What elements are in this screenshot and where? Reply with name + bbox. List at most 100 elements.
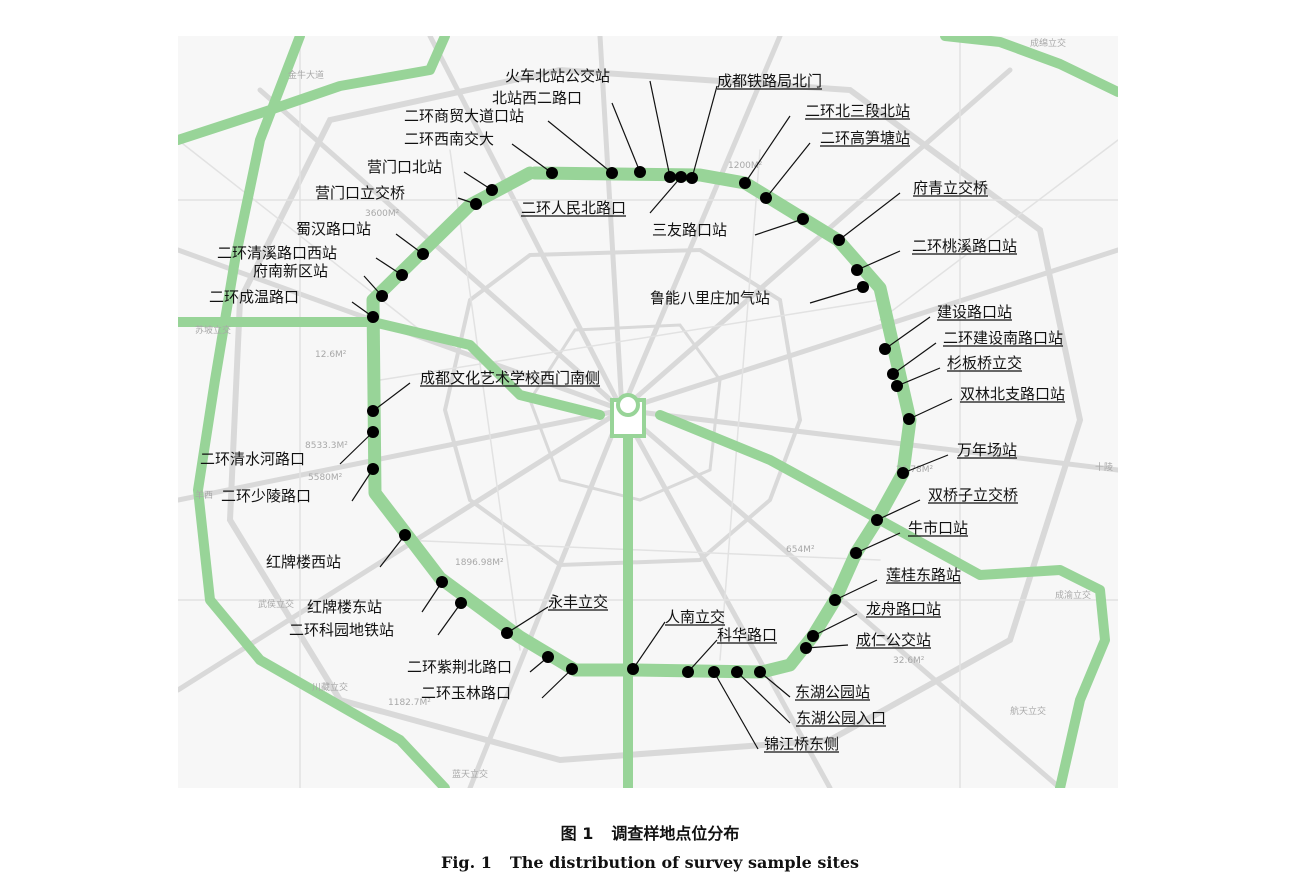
site-label: 东湖公园站	[795, 683, 870, 701]
place-label: 成渝立交	[1055, 589, 1091, 601]
site-leader-lines	[339, 80, 1066, 753]
site-label: 龙舟路口站	[866, 600, 941, 618]
site-point	[470, 198, 482, 210]
site-point	[417, 248, 429, 260]
place-label: 苏坡立交	[195, 324, 231, 336]
leader-line	[744, 115, 791, 184]
site-label: 牛市口站	[908, 519, 968, 537]
place-label: 654M²	[786, 545, 815, 555]
site-label: 二环清溪路口西站	[217, 244, 337, 262]
site-label: 双林北支路口站	[960, 385, 1065, 403]
site-point	[566, 663, 578, 675]
site-label: 莲桂东路站	[886, 566, 961, 584]
place-label: 32.6M²	[893, 656, 925, 666]
site-label: 二环人民北路口	[521, 199, 626, 217]
site-label: 二环建设南路口站	[943, 329, 1063, 347]
site-label: 永丰立交	[548, 593, 608, 611]
leader-line	[547, 120, 613, 174]
figure-caption-english: Fig. 1 The distribution of survey sample …	[0, 853, 1300, 872]
site-label: 成都铁路局北门	[717, 72, 822, 90]
site-label: 二环清水河路口	[200, 450, 305, 468]
site-point	[367, 463, 379, 475]
caption-number: 图 1	[560, 824, 594, 843]
site-point	[606, 167, 618, 179]
leader-line	[541, 668, 573, 699]
site-label: 北站西二路口	[492, 89, 582, 107]
site-point	[871, 514, 883, 526]
site-point	[891, 380, 903, 392]
site-label: 二环商贸大道口站	[404, 107, 524, 125]
place-label: 航天立交	[1010, 705, 1046, 717]
site-point	[436, 576, 448, 588]
leader-line	[765, 142, 811, 199]
site-point	[664, 171, 676, 183]
site-point	[634, 166, 646, 178]
caption-number: Fig. 1	[440, 853, 492, 872]
leader-line	[691, 85, 718, 179]
site-label: 东湖公园入口	[796, 709, 886, 727]
background-place-labels: 成绵立交 金牛大道 苏坡立交 羊西 武侯立交 川藏立交 航天立交 成渝立交 十陵…	[195, 37, 1113, 780]
leader-line	[632, 621, 666, 670]
site-point	[887, 368, 899, 380]
site-label: 锦江桥东侧	[764, 735, 839, 753]
site-label: 二环科园地铁站	[289, 621, 394, 639]
site-point	[367, 311, 379, 323]
place-label: 5580M²	[308, 473, 343, 483]
leader-line	[834, 579, 878, 601]
caption-text: The distribution of survey sample sites	[509, 853, 860, 872]
leader-line	[754, 218, 804, 236]
place-label: 羊西	[195, 489, 213, 501]
site-label: 万年场站	[957, 441, 1017, 459]
leader-line	[339, 431, 374, 465]
site-point	[903, 413, 915, 425]
leader-line	[506, 606, 549, 634]
site-point	[807, 630, 819, 642]
site-point	[546, 167, 558, 179]
site-points	[367, 166, 915, 678]
site-point	[850, 547, 862, 559]
site-point	[686, 172, 698, 184]
leader-line	[687, 639, 718, 673]
southeast-river	[655, 410, 1110, 788]
site-label: 三友路口站	[652, 221, 727, 239]
leader-line	[611, 102, 641, 173]
site-label: 府青立交桥	[913, 179, 988, 197]
figure-caption-chinese: 图 1 调查样地点位分布	[0, 820, 1300, 844]
study-area-map: 成绵立交 金牛大道 苏坡立交 羊西 武侯立交 川藏立交 航天立交 成渝立交 十陵…	[178, 36, 1118, 788]
site-point	[682, 666, 694, 678]
leader-line	[805, 644, 849, 649]
leader-line	[649, 176, 682, 214]
site-point	[833, 234, 845, 246]
site-point	[708, 666, 720, 678]
site-point	[797, 213, 809, 225]
site-label: 二环玉林路口	[421, 684, 511, 702]
place-label: 1200M²	[728, 161, 763, 171]
site-point	[739, 177, 751, 189]
site-label: 红牌楼西站	[266, 553, 341, 571]
place-label: 1896.98M²	[455, 558, 504, 568]
leader-line	[809, 286, 864, 304]
place-label: 蓝天立交	[452, 768, 488, 780]
site-point	[455, 597, 467, 609]
caption-text: 调查样地点位分布	[611, 824, 740, 843]
place-label: 川藏立交	[312, 681, 348, 693]
site-label: 蜀汉路口站	[296, 220, 371, 238]
site-label: 二环紫荆北路口	[407, 658, 512, 676]
leader-line	[908, 398, 953, 420]
site-point	[675, 171, 687, 183]
place-label: 3600M²	[365, 209, 400, 219]
site-label: 营门口立交桥	[315, 184, 405, 202]
site-label: 鲁能八里庄加气站	[650, 289, 770, 307]
leader-line	[372, 382, 411, 412]
site-point	[897, 467, 909, 479]
site-point	[376, 290, 388, 302]
site-point	[367, 405, 379, 417]
site-label: 二环少陵路口	[221, 487, 311, 505]
leader-line	[379, 534, 406, 568]
leader-line	[736, 671, 791, 724]
site-label: 杉板桥立交	[947, 354, 1022, 372]
site-label: 双桥子立交桥	[928, 486, 1018, 504]
site-point	[367, 426, 379, 438]
northwest-river	[178, 317, 605, 420]
leader-line	[351, 468, 374, 502]
